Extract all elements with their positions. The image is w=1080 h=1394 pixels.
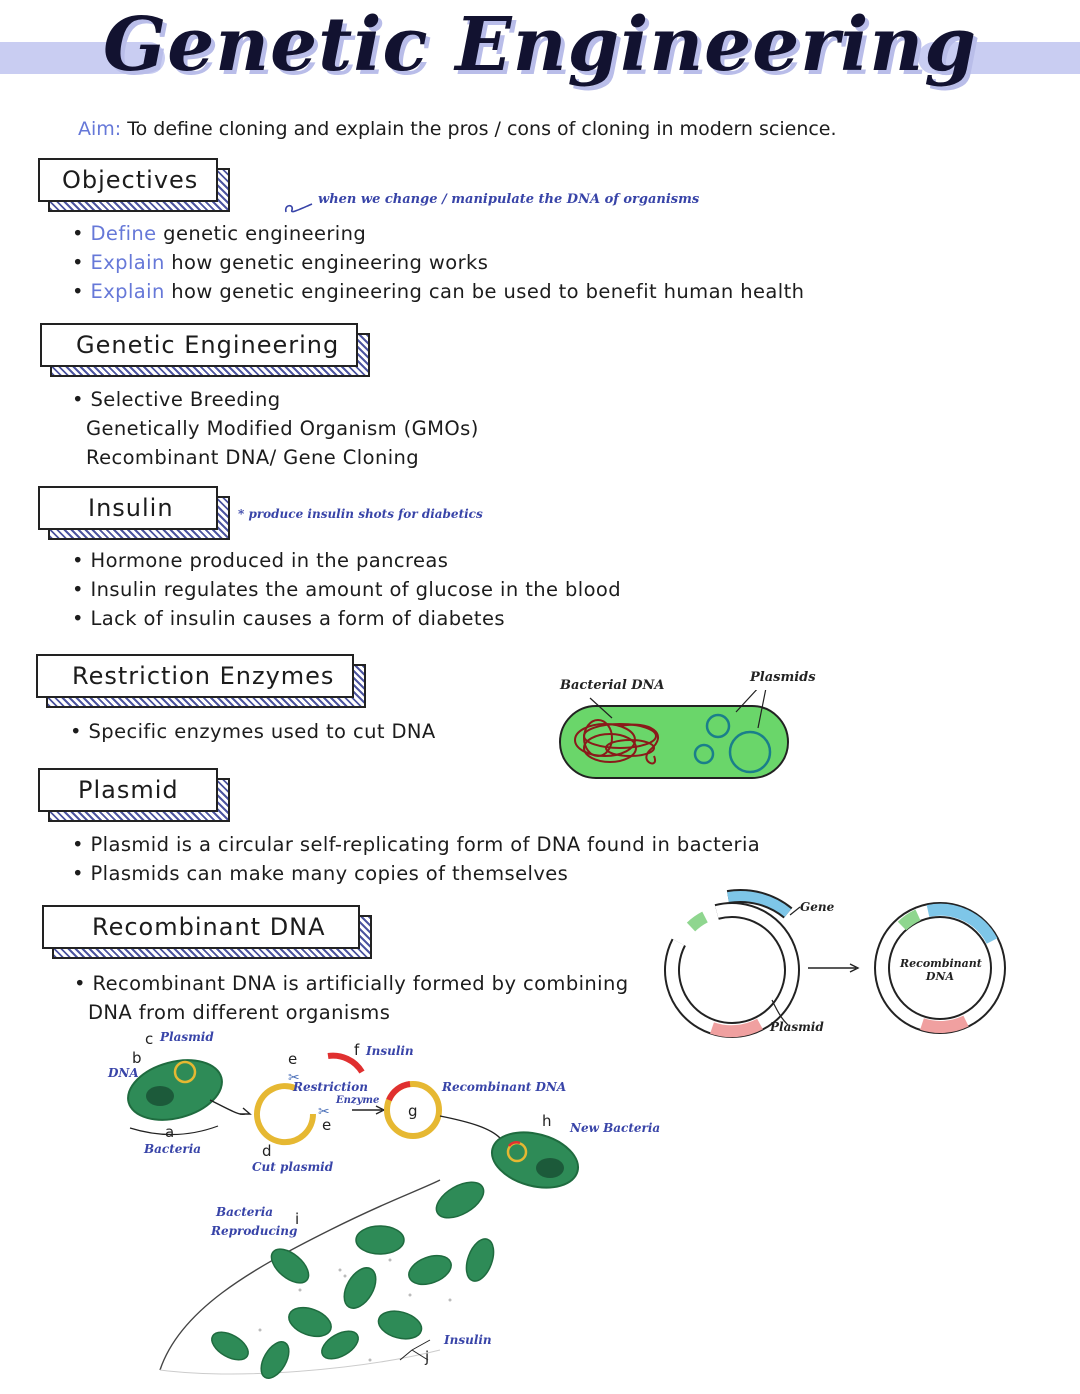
restriction-enzymes-heading: Restriction Enzymes (36, 654, 354, 698)
list-item: • Selective Breeding (72, 388, 281, 411)
gene-fragment (727, 890, 792, 917)
bacterial-cell-diagram (559, 690, 789, 779)
scissors-icon-1: ✂ (288, 1070, 300, 1086)
list-item: • Hormone produced in the pancreas (72, 549, 449, 572)
label-letter-c: c (145, 1030, 154, 1048)
dna-process-label: DNA (108, 1066, 139, 1080)
bacteria-process-label: Bacteria (144, 1142, 202, 1156)
cut-plasmid-label: Cut plasmid (252, 1160, 334, 1174)
header-decor-left (0, 42, 165, 74)
genetic-engineering-heading: Genetic Engineering (40, 323, 358, 367)
plasmid-heading: Plasmid (38, 768, 218, 812)
restriction-enzymes-heading-box: Restriction Enzymes (36, 654, 366, 708)
restriction-enzymes-list: • Specific enzymes used to cut DNA (70, 717, 436, 746)
list-item: Genetically Modified Organism (GMOs) (86, 417, 479, 440)
insulin-product-label: Insulin (444, 1333, 492, 1347)
aim-label: Aim: (78, 118, 122, 140)
list-item: • Plasmid is a circular self-replicating… (72, 833, 761, 856)
plasmid-large (728, 730, 772, 774)
plasmid-small-2 (693, 743, 715, 765)
genetic-engineering-list: • Selective Breeding Genetically Modifie… (72, 385, 479, 472)
page-title: Genetic Engineering (103, 2, 977, 88)
list-item: DNA from different organisms (88, 1001, 391, 1024)
insulin-list: • Hormone produced in the pancreas • Ins… (72, 546, 621, 633)
bacterium-cell (559, 705, 789, 779)
gene-cloning-process-diagram: ✂ ✂ (127, 1052, 580, 1379)
recombinant-plasmid (384, 1081, 442, 1139)
label-letter-e-bottom: e (322, 1116, 332, 1134)
plasmid-small-1 (705, 713, 731, 739)
list-item: • Explain how genetic engineering works (72, 251, 489, 274)
bacterium-original (127, 1059, 223, 1121)
aim-text: To define cloning and explain the pros /… (127, 118, 837, 140)
recombinant-plasmid-diagram (664, 888, 1006, 1038)
objectives-note: when we change / manipulate the DNA of o… (318, 192, 700, 207)
list-item: • Lack of insulin causes a form of diabe… (72, 607, 505, 630)
bacterial-dna-loops (574, 719, 659, 765)
new-bacteria-label: New Bacteria (570, 1121, 661, 1135)
list-item: • Insulin regulates the amount of glucos… (72, 578, 622, 601)
plasmid-process-label: Plasmid (160, 1030, 214, 1044)
recombinant-result-label: Recombinant DNA (900, 957, 982, 983)
genetic-engineering-heading-box: Genetic Engineering (40, 323, 370, 377)
bacteria-reproducing-label-1: Bacteria (216, 1205, 274, 1219)
label-letter-i: i (295, 1210, 300, 1228)
label-letter-h: h (542, 1112, 552, 1130)
label-letter-b: b (132, 1049, 142, 1067)
insulin-note: * produce insulin shots for diabetics (238, 507, 483, 521)
marker-green (686, 911, 708, 932)
marker-pink (710, 1018, 763, 1038)
insulin-gene (327, 1052, 365, 1074)
list-item: • Plasmids can make many copies of thems… (72, 862, 569, 885)
bacterial-dna-label: Bacterial DNA (560, 678, 665, 693)
plasmid-list: • Plasmid is a circular self-replicating… (72, 830, 760, 888)
list-item: • Explain how genetic engineering can be… (72, 280, 805, 303)
list-item: • Define genetic engineering (72, 222, 367, 245)
recombinant-dna-heading: Recombinant DNA (42, 905, 360, 949)
plasmids-label: Plasmids (750, 670, 816, 685)
header-decor-right (918, 42, 1080, 74)
plasmid-heading-box: Plasmid (38, 768, 230, 822)
recombinant-dna-heading-box: Recombinant DNA (42, 905, 372, 959)
gene-label: Gene (800, 900, 835, 914)
aim-line: Aim: To define cloning and explain the p… (78, 118, 837, 140)
bacteria-reproducing-label-2: Reproducing (211, 1224, 298, 1238)
objectives-heading: Objectives (38, 158, 218, 202)
insulin-heading: Insulin (38, 486, 218, 530)
label-letter-g: g (408, 1102, 418, 1120)
objectives-heading-box: Objectives (38, 158, 230, 212)
insulin-gene-label: Insulin (366, 1044, 414, 1058)
insulin-heading-box: Insulin (38, 486, 230, 540)
label-letter-d: d (262, 1142, 272, 1160)
label-letter-e-top: e (288, 1050, 298, 1068)
scissors-icon-2: ✂ (318, 1104, 330, 1120)
label-letter-j: j (425, 1348, 430, 1366)
curl-arrow-icon (284, 203, 313, 213)
objectives-list: • Define genetic engineering • Explain h… (72, 219, 804, 306)
cut-plasmid (254, 1083, 317, 1146)
list-item: • Recombinant DNA is artificially formed… (74, 972, 629, 995)
restriction-label: Restriction (293, 1080, 368, 1094)
enzyme-label: Enzyme (336, 1095, 380, 1106)
recombinant-process-label: Recombinant DNA (442, 1080, 567, 1094)
bacteria-colony (211, 1181, 495, 1379)
plasmid-diagram-label: Plasmid (770, 1020, 824, 1034)
recombinant-dna-list: • Recombinant DNA is artificially formed… (74, 969, 629, 1027)
label-letter-a: a (165, 1123, 175, 1141)
list-item: • Specific enzymes used to cut DNA (70, 720, 436, 743)
list-item: Recombinant DNA/ Gene Cloning (86, 446, 420, 469)
label-letter-f: f (354, 1041, 360, 1059)
